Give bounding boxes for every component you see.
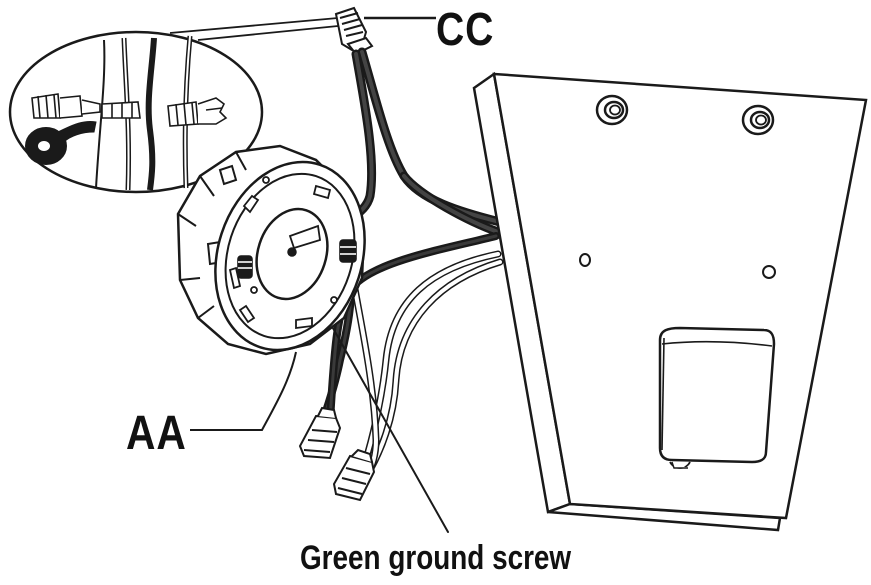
green-ground-screw-label: Green ground screw [300,539,572,577]
wire-nut-lower-left [298,406,342,460]
connector-cc-label: CC [436,3,495,55]
plate-screw-right [339,239,357,263]
inset-leader-bottom [197,25,339,41]
electrical-tape-icon [25,121,97,165]
junction-box-aa [176,144,366,431]
mounting-boss-right [741,104,775,136]
inset-detail-bubble [8,17,339,194]
mounting-boss-left [595,94,629,126]
green-ground-screw [287,247,297,257]
wire-connector-cc [334,6,436,56]
plate-screw-left [237,255,253,279]
wire-nut-lower-right [332,448,376,502]
backplate-face [492,72,868,520]
fixture-backplate [472,71,868,532]
inset-leader-top [169,17,339,34]
wire-white-2 [366,258,504,474]
aa-leader-line [190,351,297,431]
junction-box-aa-label: AA [126,407,187,460]
inset-wire-nut-left [31,93,101,119]
inset-wire-nut-middle [101,101,141,119]
inset-wire-nut-right [167,97,228,127]
inset-wire-dark [145,37,157,191]
ground-strap [288,224,321,250]
fixture-housing [658,326,776,469]
backplate-hole-left [579,253,591,267]
backplate-hole-right [762,265,776,279]
